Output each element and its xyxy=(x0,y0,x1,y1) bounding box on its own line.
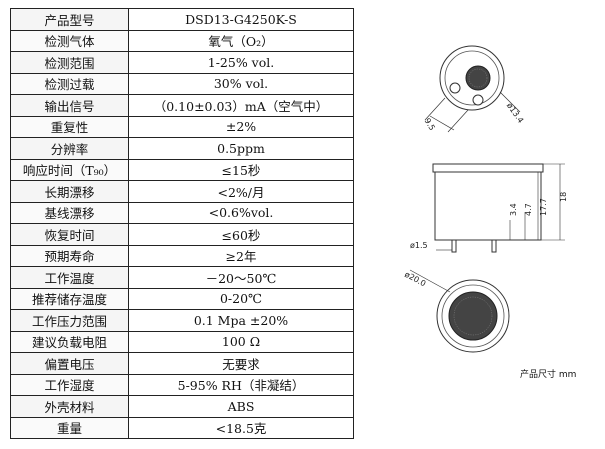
value-cell: ≤60秒 xyxy=(128,223,354,246)
value-cell: 1-25% vol. xyxy=(128,51,354,74)
value-cell: <18.5克 xyxy=(128,416,354,439)
top-view: 9.5 ø13.4 xyxy=(423,45,525,133)
param-cell: 外壳材料 xyxy=(10,395,129,418)
param-cell: 检测气体 xyxy=(10,29,129,52)
value-cell: DSD13-G4250K-S xyxy=(128,8,354,31)
param-cell: 重量 xyxy=(10,416,129,439)
value-cell: <2%/月 xyxy=(128,180,354,203)
param-cell: 工作湿度 xyxy=(10,373,129,396)
value-cell: <0.6%vol. xyxy=(128,201,354,224)
dim-13-4: ø13.4 xyxy=(505,101,525,125)
value-cell: 30% vol. xyxy=(128,72,354,95)
table-row: 长期漂移<2%/月 xyxy=(10,180,354,203)
value-cell: 无要求 xyxy=(128,352,354,375)
bottom-view: ø20.0 xyxy=(403,269,510,353)
table-row: 基线漂移<0.6%vol. xyxy=(10,201,354,224)
size-caption: 产品尺寸 mm xyxy=(520,370,577,380)
table-row: 偏置电压无要求 xyxy=(10,352,354,375)
param-cell: 偏置电压 xyxy=(10,352,129,375)
param-cell: 响应时间（T₉₀） xyxy=(10,158,129,181)
table-row: 重复性±2% xyxy=(10,115,354,138)
param-cell: 恢复时间 xyxy=(10,223,129,246)
value-cell: ≤15秒 xyxy=(128,158,354,181)
table-row: 重量<18.5克 xyxy=(10,416,354,439)
table-row: 预期寿命≥2年 xyxy=(10,244,354,267)
value-cell: 100 Ω xyxy=(128,330,354,353)
param-cell: 检测过载 xyxy=(10,72,129,95)
value-cell: 氧气（O₂） xyxy=(128,29,354,52)
param-cell: 工作压力范围 xyxy=(10,309,129,332)
value-cell: ±2% xyxy=(128,115,354,138)
value-cell: （0.10±0.03）mA（空气中） xyxy=(128,94,354,117)
param-cell: 推荐储存温度 xyxy=(10,287,129,310)
table-row: 恢复时间≤60秒 xyxy=(10,223,354,246)
param-cell: 输出信号 xyxy=(10,94,129,117)
param-cell: 产品型号 xyxy=(10,8,129,31)
param-cell: 预期寿命 xyxy=(10,244,129,267)
param-cell: 分辨率 xyxy=(10,137,129,160)
value-cell: 0.5ppm xyxy=(128,137,354,160)
table-row: 响应时间（T₉₀）≤15秒 xyxy=(10,158,354,181)
param-cell: 检测范围 xyxy=(10,51,129,74)
dim-4-7: 4.7 xyxy=(524,203,533,216)
table-row: 工作温度－20～50℃ xyxy=(10,266,354,289)
table-row: 检测气体氧气（O₂） xyxy=(10,29,354,52)
table-row: 输出信号（0.10±0.03）mA（空气中） xyxy=(10,94,354,117)
param-cell: 工作温度 xyxy=(10,266,129,289)
value-cell: 5-95% RH（非凝结） xyxy=(128,373,354,396)
dim-3-4: 3.4 xyxy=(509,203,518,216)
param-cell: 长期漂移 xyxy=(10,180,129,203)
dim-17-7: 17.7 xyxy=(539,198,548,216)
value-cell: ≥2年 xyxy=(128,244,354,267)
value-cell: ABS xyxy=(128,395,354,418)
value-cell: －20～50℃ xyxy=(128,266,354,289)
dimension-drawing: 9.5 ø13.4 3.4 4.7 17.7 18 ø1.5 ø20.0 xyxy=(403,45,568,353)
value-cell: 0-20℃ xyxy=(128,287,354,310)
param-cell: 建议负载电阻 xyxy=(10,330,129,353)
param-cell: 基线漂移 xyxy=(10,201,129,224)
value-cell: 0.1 Mpa ±20% xyxy=(128,309,354,332)
dim-pin-1-5: ø1.5 xyxy=(410,241,428,250)
param-cell: 重复性 xyxy=(10,115,129,138)
side-view: 3.4 4.7 17.7 18 ø1.5 xyxy=(410,163,568,253)
dim-18: 18 xyxy=(559,192,568,202)
